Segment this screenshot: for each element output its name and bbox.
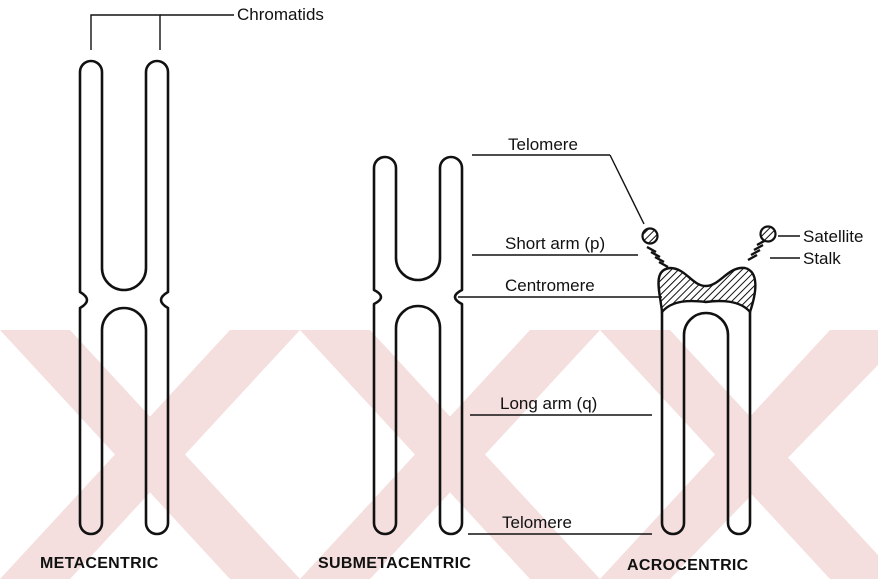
caption-submetacentric: SUBMETACENTRIC [318, 555, 471, 572]
satellite-right [761, 227, 776, 242]
label-telomere-bottom: Telomere [502, 513, 572, 532]
label-long-arm: Long arm (q) [500, 394, 597, 413]
chromatids-leader [91, 15, 234, 50]
label-satellite: Satellite [803, 227, 863, 246]
centromere-hatched [659, 268, 756, 312]
caption-acrocentric: ACROCENTRIC [627, 557, 749, 574]
label-telomere-top: Telomere [508, 135, 578, 154]
satellite-left [643, 229, 658, 244]
stalk-right [748, 240, 766, 260]
label-stalk: Stalk [803, 249, 841, 268]
label-chromatids: Chromatids [237, 5, 324, 24]
stalk-left [647, 247, 668, 267]
label-short-arm: Short arm (p) [505, 234, 605, 253]
caption-metacentric: METACENTRIC [40, 555, 159, 572]
label-centromere: Centromere [505, 276, 595, 295]
